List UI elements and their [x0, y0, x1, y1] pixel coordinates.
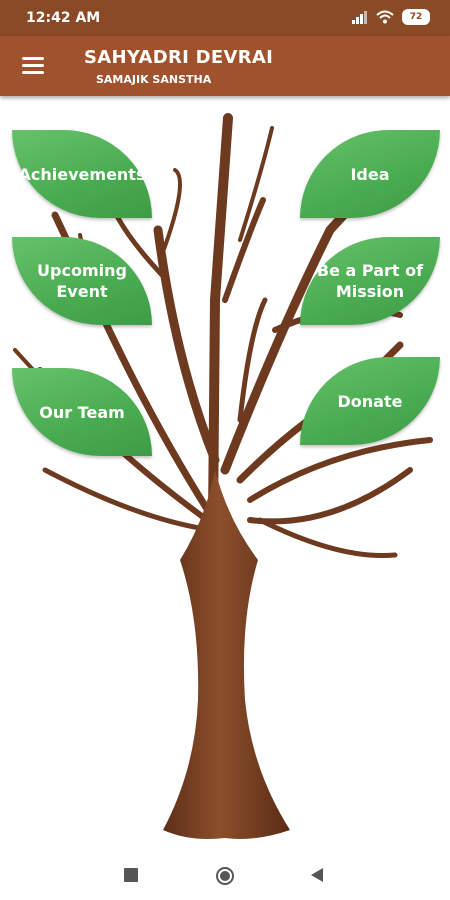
status-time: 12:42 AM — [26, 10, 101, 26]
be-part-of-mission-line2: Mission — [335, 282, 405, 301]
battery-icon: 72 — [402, 9, 430, 25]
upcoming-event-line1: Upcoming — [37, 261, 127, 280]
upcoming-event-label: Upcoming Event — [37, 260, 127, 302]
donate-label: Donate — [337, 391, 403, 411]
wifi-icon — [376, 10, 394, 24]
app-title: SAHYADRI DEVRAI — [84, 47, 274, 68]
navigation-bar — [0, 852, 450, 900]
app-bar: SAHYADRI DEVRAI SAMAJIK SANSTHA — [0, 36, 450, 96]
status-bar: 12:42 AM 72 — [0, 0, 450, 36]
menu-icon[interactable] — [20, 54, 46, 78]
square-icon — [124, 868, 138, 882]
achievements-button[interactable]: Achievements — [12, 130, 152, 218]
our-team-label: Our Team — [39, 402, 125, 422]
be-part-of-mission-label: Be a Part of Mission — [317, 260, 423, 302]
idea-label: Idea — [350, 164, 390, 184]
back-triangle-icon — [311, 868, 323, 882]
app-subtitle: SAMAJIK SANSTHA — [96, 73, 212, 86]
back-button[interactable] — [310, 868, 324, 887]
tree-area: Achievements Idea Upcoming Event Be a Pa… — [0, 96, 450, 856]
upcoming-event-line2: Event — [56, 282, 108, 301]
achievements-label: Achievements — [18, 164, 146, 184]
home-button[interactable] — [215, 866, 235, 891]
recents-button[interactable] — [124, 868, 138, 887]
be-part-of-mission-line1: Be a Part of — [316, 261, 424, 280]
signal-icon — [352, 11, 367, 24]
be-part-of-mission-button[interactable]: Be a Part of Mission — [300, 237, 440, 325]
status-icons: 72 — [352, 9, 430, 25]
circle-icon — [216, 867, 234, 885]
